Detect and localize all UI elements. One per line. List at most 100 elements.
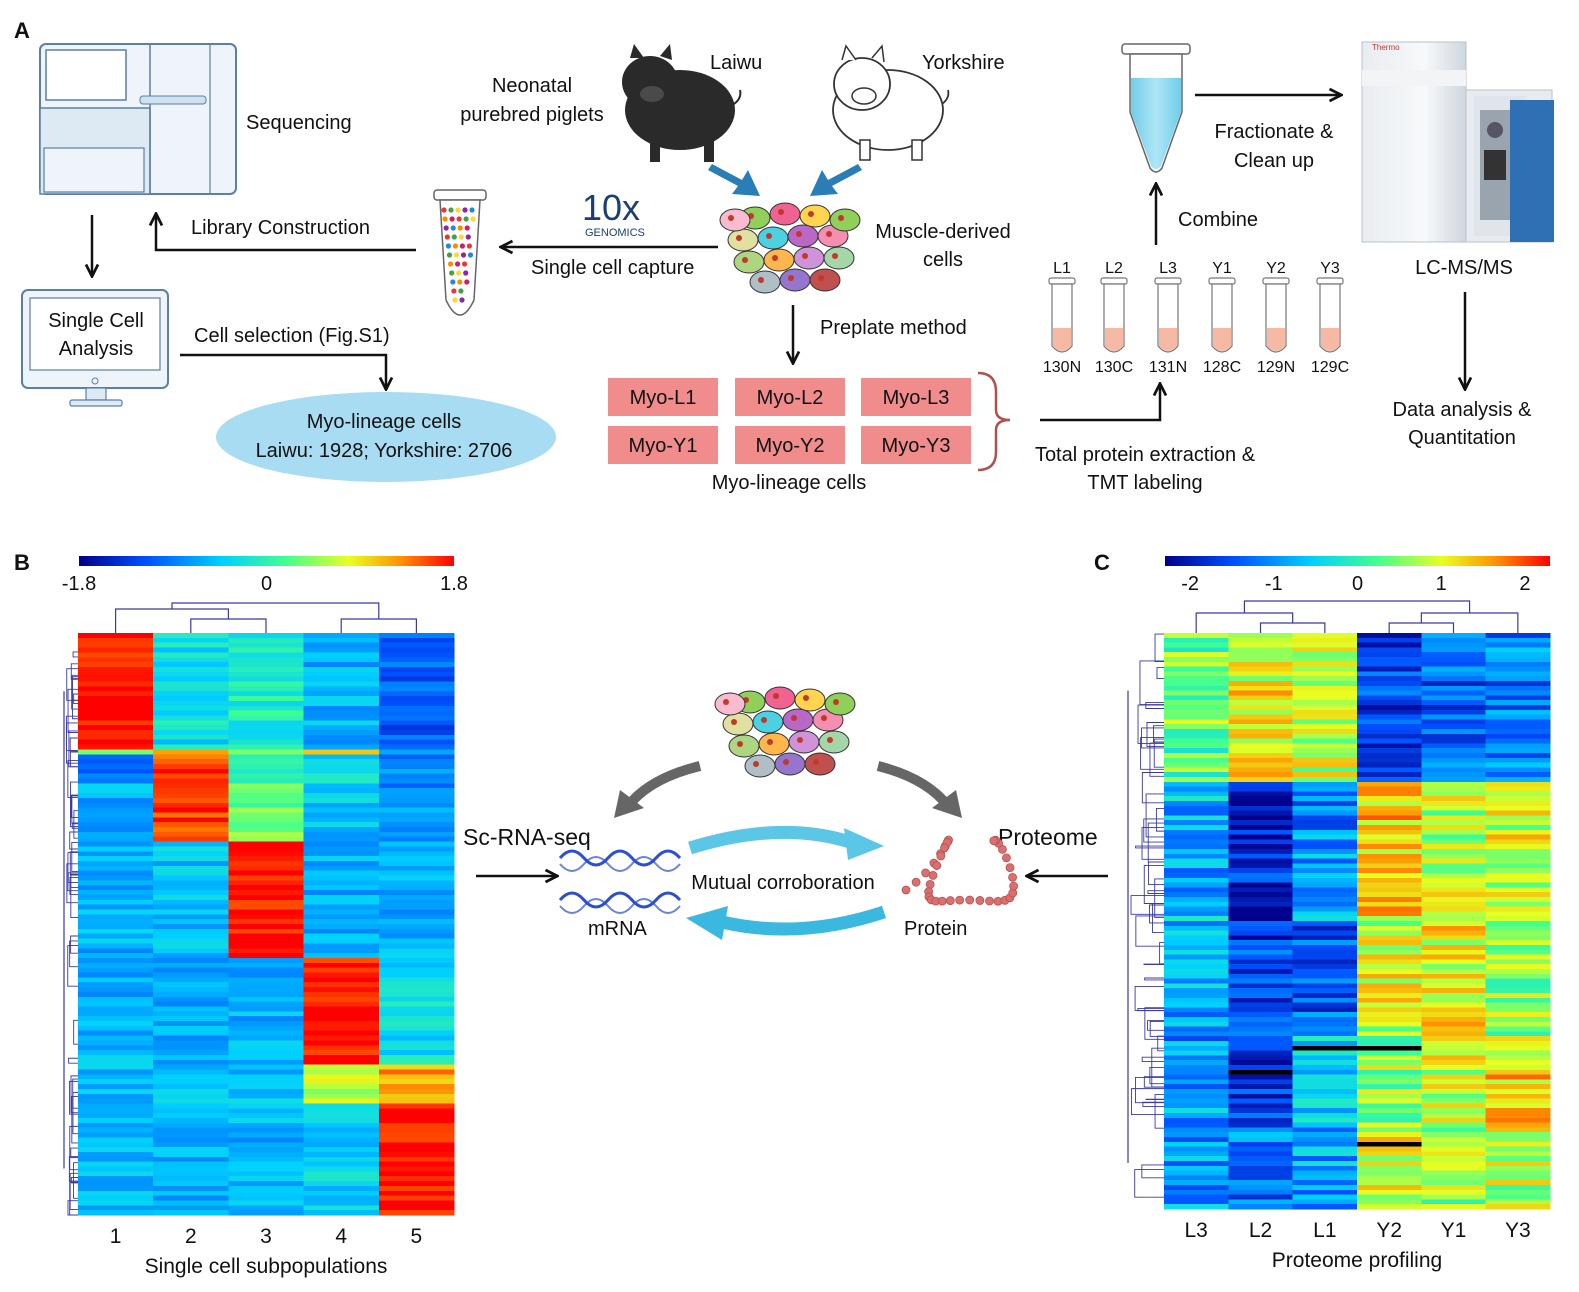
heatmap-cell — [153, 1113, 229, 1119]
heatmap-cell — [303, 957, 380, 964]
heatmap-cell — [1485, 676, 1551, 682]
heatmap-cell — [378, 1176, 455, 1182]
heatmap-cell — [1357, 714, 1422, 720]
heatmap-cell — [1164, 921, 1229, 927]
bead — [449, 270, 455, 276]
heatmap-cell — [1357, 748, 1422, 754]
heatmap-cell — [78, 943, 154, 949]
heatmap-cell — [303, 807, 380, 813]
heatmap-cell — [1485, 1108, 1551, 1114]
cell-icon — [829, 208, 861, 232]
heatmap-cell — [1357, 964, 1422, 970]
heatmap-cell — [1228, 705, 1294, 711]
bead — [464, 225, 470, 231]
heatmap-cell — [1421, 666, 1487, 672]
heatmap-cell — [303, 657, 380, 663]
heatmap-cell — [1357, 858, 1422, 864]
tmt-tube-liquid — [1321, 328, 1339, 351]
dendrogram-branch — [73, 1019, 78, 1045]
heatmap-cell — [1357, 882, 1422, 888]
bead — [442, 216, 448, 222]
heatmap-cell — [378, 856, 455, 862]
heatmap-cell — [303, 1059, 380, 1066]
heatmap-cell — [1292, 997, 1358, 1004]
heatmap-cell — [303, 1064, 380, 1070]
heatmap-cell — [378, 1045, 455, 1051]
heatmap-cell — [378, 1181, 455, 1187]
heatmap-cell — [1228, 1007, 1294, 1013]
mrna-icon — [558, 849, 682, 914]
heatmap-cell — [378, 802, 455, 809]
heatmap-cell — [1164, 762, 1229, 768]
heatmap-cell — [78, 759, 154, 765]
heatmap-cell — [1164, 1170, 1229, 1176]
heatmap-cell — [1485, 1194, 1551, 1200]
heatmap-cell — [1357, 695, 1422, 701]
myo-lineage-counts: Laiwu: 1928; Yorkshire: 2706 — [256, 440, 513, 462]
heatmap-cell — [303, 749, 380, 755]
heatmap-cell — [1357, 997, 1422, 1004]
heatmap-cell — [1228, 839, 1294, 845]
heatmap-cell — [1357, 733, 1422, 740]
heatmap-cell — [1421, 897, 1487, 903]
heatmap-cell — [1228, 1122, 1294, 1128]
heatmap-cell — [1228, 844, 1294, 850]
heatmap-cell — [78, 851, 154, 857]
heatmap-cell — [1228, 969, 1294, 975]
heatmap-cell — [1164, 1031, 1229, 1037]
heatmap-cell — [1485, 1098, 1551, 1104]
heatmap-cell — [378, 822, 455, 828]
heatmap-cell — [1228, 666, 1294, 672]
laiwu-pig-icon — [622, 44, 742, 162]
heatmap-cell — [1228, 1021, 1294, 1028]
heatmap-cell — [1485, 930, 1551, 936]
heatmap-cell — [1485, 1026, 1551, 1032]
dendrogram-branch — [69, 751, 78, 768]
dendrogram-branch — [1141, 1164, 1164, 1179]
heatmap-cell — [1164, 1185, 1229, 1191]
heatmap-cell — [378, 1084, 455, 1090]
heatmap-cell — [378, 836, 455, 843]
heatmap-cell — [228, 982, 305, 988]
heatmap-cell — [303, 802, 380, 809]
heatmap-cell — [153, 676, 229, 682]
heatmap-cell — [228, 788, 305, 794]
heatmap-cell — [378, 1016, 455, 1022]
heatmap-cell — [78, 924, 154, 930]
cell-icon — [804, 752, 836, 776]
heatmap-cell — [1357, 1146, 1422, 1152]
heatmap-cell — [1292, 1151, 1358, 1157]
dendrogram-branch — [1135, 915, 1164, 947]
heatmap-cell — [1228, 978, 1294, 984]
heatmap-cell — [1164, 897, 1229, 903]
heatmap-cell — [1164, 978, 1229, 984]
heatmap-cell — [378, 749, 455, 755]
heatmap-cell — [1292, 916, 1358, 922]
heatmap-cell — [153, 880, 229, 886]
heatmap-cell — [1421, 1151, 1487, 1157]
heatmap-cell — [378, 885, 455, 891]
heatmap-cell — [303, 870, 380, 876]
heatmap-cell — [1485, 925, 1551, 932]
heatmap-cell — [228, 870, 305, 876]
panel-label-b: B — [14, 550, 30, 575]
dendrogram-branch — [69, 1080, 78, 1115]
heatmap-cell — [228, 710, 305, 716]
heatmap-cell — [1485, 853, 1551, 860]
heatmap-cell — [228, 744, 305, 750]
bead — [446, 252, 453, 258]
heatmap-cell — [228, 705, 305, 712]
heatmap-cell — [1421, 762, 1487, 768]
heatmap-cell — [153, 1195, 229, 1201]
heatmap-cell — [1421, 633, 1487, 639]
heatmap-cell — [303, 938, 380, 944]
heatmap-cell — [153, 666, 229, 673]
heatmap-cell — [153, 1137, 229, 1143]
heatmap-cell — [1485, 1165, 1551, 1172]
dendrogram-branch — [67, 945, 78, 987]
heatmap-cell — [1164, 724, 1229, 730]
heatmap-cell — [1164, 772, 1229, 778]
heatmap-cell — [1292, 743, 1358, 749]
heatmap-cell — [1357, 993, 1422, 999]
heatmap-cell — [1485, 892, 1551, 898]
